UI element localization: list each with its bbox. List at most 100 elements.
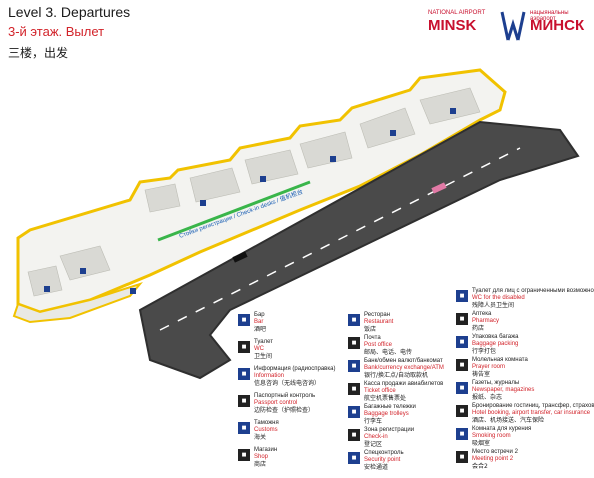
smoking-icon: ■ [456, 428, 468, 440]
legend-text-zh: 航空机票售票处 [364, 395, 407, 402]
logo-left-main: MINSK [428, 17, 477, 34]
legend-text-zh: 残障人员卫生间 [472, 302, 515, 309]
legend-text-ru: Багажные тележки [364, 404, 416, 410]
legend-text-ru: Магазин [254, 447, 278, 453]
legend-text-zh: 安检通道 [364, 464, 389, 471]
legend-text-en: Customs [254, 427, 278, 433]
legend-text-en: Security point [364, 457, 401, 463]
legend-text-zh: 登记区 [364, 441, 383, 448]
legend-text-zh: 药店 [472, 325, 485, 332]
legend-text-ru: Таможня [254, 420, 279, 426]
passport-icon: ■ [238, 395, 250, 407]
baggage-icon: ■ [456, 336, 468, 348]
logo-emblem-icon [500, 11, 526, 41]
legend-text-en: Post office [364, 342, 392, 348]
bar-icon: ■ [238, 314, 250, 326]
legend-text-zh: 海关 [254, 434, 267, 441]
title-chinese: 三楼，出发 [8, 46, 69, 60]
shop-icon: ■ [238, 449, 250, 461]
checkin-icon: ■ [348, 429, 360, 441]
disabled-icon: ■ [456, 290, 468, 302]
restaurant-icon: ■ [348, 314, 360, 326]
ticket-icon: ■ [348, 383, 360, 395]
trolley-icon: ■ [348, 406, 360, 418]
legend-text-zh: 行李打包 [472, 348, 497, 355]
legend-text-ru: Информация (радиосправка) [254, 366, 336, 372]
legend-text-zh: 行李车 [364, 418, 383, 425]
legend-text-ru: Касса продажи авиабилетов [364, 381, 444, 387]
car-icon [232, 251, 248, 263]
bus-icon [431, 182, 447, 194]
legend-item-hotel: ■ Бронирование гостиниц, трансфер, страхо… [456, 403, 594, 427]
gate-structures [27, 87, 481, 297]
post-icon: ■ [348, 337, 360, 349]
legend-text-ru: Банк/обмен валют/банкомат [364, 358, 443, 364]
legend-text-zh: 卫生间 [254, 353, 273, 360]
legend-text-zh: 会合2 [472, 463, 488, 470]
legend-text-ru: Упаковка багажа [472, 334, 519, 340]
legend-text-zh: 邮局、电话、电传 [364, 349, 413, 356]
legend-text-en: Bar [254, 319, 264, 325]
newspaper-icon: ■ [456, 382, 468, 394]
legend-text-en: WC for the disabled [472, 295, 525, 301]
legend-text-ru: Молельная комната [472, 357, 528, 363]
legend-text-en: Information [254, 373, 285, 379]
legend-text-en: Pharmacy [472, 318, 500, 324]
legend-text-zh: 商店 [254, 461, 267, 468]
legend-text-zh: 银行/换汇点/自动取款机 [364, 372, 429, 379]
legend-text-en: Baggage packing [472, 341, 519, 347]
legend-text-zh: 酒店、机场接送、汽车保险 [472, 417, 545, 424]
road-lane-line [159, 147, 521, 331]
legend-text-en: Bank/currency exchange/ATM [364, 365, 444, 371]
legend-text-ru: Аптека [472, 311, 492, 317]
legend-text-ru: Зона регистрации [364, 427, 415, 433]
legend-text-en: Meeting point 2 [472, 456, 514, 462]
legend-text-en: Restaurant [364, 319, 394, 325]
terminal-lower-wing [12, 282, 143, 324]
legend-text-zh: 祷告室 [472, 371, 491, 378]
legend-text-zh: 吸烟室 [472, 440, 491, 447]
hotel-icon: ■ [456, 405, 468, 417]
bank-icon: ■ [348, 360, 360, 372]
legend-text-en: Hotel booking, airport transfer, car ins… [472, 410, 591, 416]
legend-text-zh: 边防检查（护照检查） [254, 407, 315, 414]
legend-text-zh: 报纸、杂志 [472, 394, 503, 401]
legend-text-en: Ticket office [364, 388, 396, 394]
pharmacy-icon: ■ [456, 313, 468, 325]
legend-text-ru: Спецконтроль [364, 450, 404, 456]
checkin-desks-line [157, 180, 311, 242]
logo-left-top: NATIONAL AIRPORT [428, 10, 486, 16]
legend-text-ru: Туалет [254, 339, 273, 345]
legend-text-ru: Бар [254, 312, 265, 318]
info-icon: ■ [238, 368, 250, 380]
legend-text-ru: Паспортный контроль [254, 393, 316, 399]
legend-text-ru: Ресторан [364, 312, 391, 318]
legend-text-zh: 信息咨询（无线电咨询） [254, 380, 321, 387]
legend-text-en: Newspaper, magazines [472, 387, 535, 393]
legend-text-ru: Газеты, журналы [472, 380, 520, 386]
prayer-icon: ■ [456, 359, 468, 371]
terminal-floor-map: Стойки регистрации / Check-in desks / 值机… [12, 68, 580, 380]
legend-text-ru: Комната для курения [472, 426, 532, 432]
legend-column-3: ■Туалет для лиц с ограниченными возможно… [456, 288, 594, 478]
airport-logo: NATIONAL AIRPORT MINSK нацыянальны аэрап… [428, 10, 588, 46]
legend-text-en: Baggage trolleys [364, 411, 409, 417]
legend-text-zh: 酒吧 [254, 326, 267, 333]
legend-text-ru: Бронирование гостиниц, трансфер, страхов… [472, 403, 594, 409]
customs-icon: ■ [238, 422, 250, 434]
